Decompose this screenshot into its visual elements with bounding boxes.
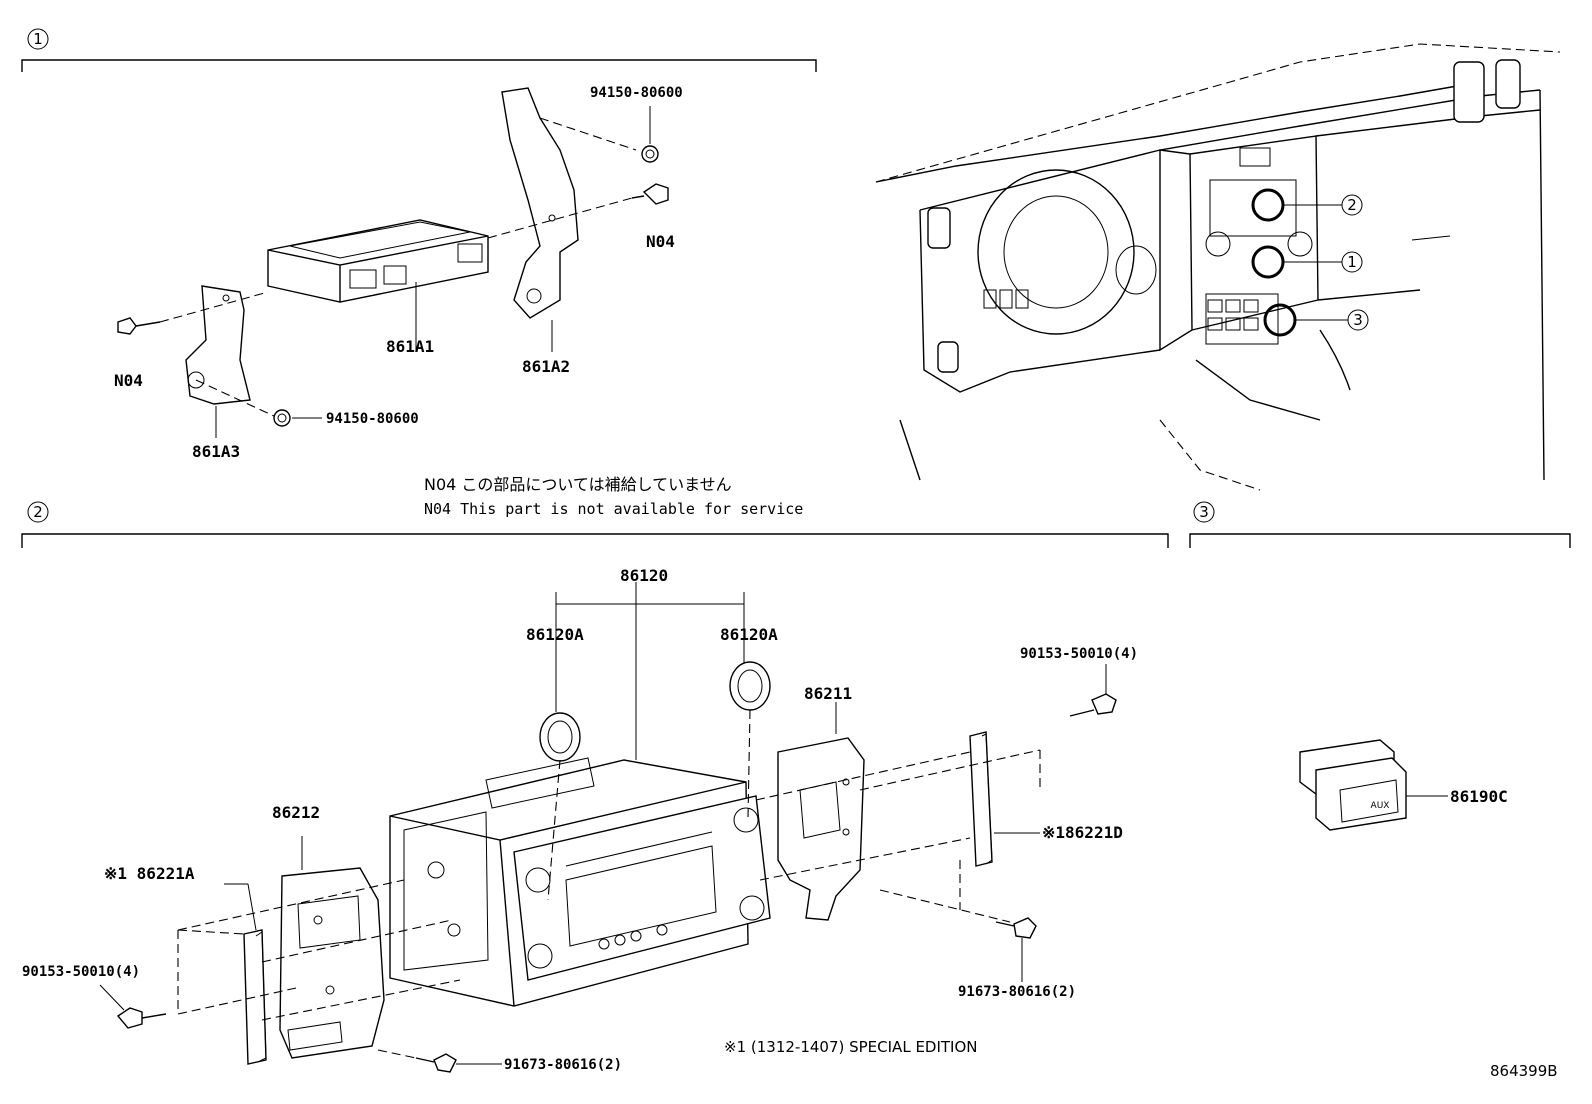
label-861A1: 861A1 — [386, 337, 434, 356]
nut-94150-bottom — [273, 409, 322, 427]
section-2-number: 2 — [33, 503, 43, 521]
location-2 — [1251, 188, 1285, 222]
screw-91673-bottom — [415, 1053, 502, 1073]
location-1 — [1251, 245, 1285, 279]
label-n04-left: N04 — [114, 371, 143, 390]
note-n04-english: N04 This part is not available for servi… — [424, 500, 803, 518]
label-91673-80616-right: 91673-80616(2) — [958, 984, 1076, 1000]
knob-86120A-right — [729, 661, 771, 711]
section-1-number: 1 — [33, 30, 43, 48]
label-86120: 86120 — [620, 566, 668, 585]
callout-2: 2 — [1347, 196, 1357, 214]
bracket-86212 — [279, 836, 385, 1059]
aux-label: AUX — [1371, 801, 1390, 811]
aux-switch-86190C: AUX — [1299, 739, 1448, 831]
section-2-marker — [27, 501, 49, 523]
label-94150-80600-bottom: 94150-80600 — [326, 411, 419, 427]
bolt-n04-left — [117, 317, 161, 335]
label-86212: 86212 — [272, 803, 320, 822]
bracket-861A2 — [501, 87, 579, 352]
callout-1: 1 — [1347, 253, 1357, 271]
section-3-marker — [1193, 501, 1215, 523]
label-86190C: 86190C — [1450, 787, 1508, 806]
label-861A3: 861A3 — [192, 442, 240, 461]
trim-86221A — [224, 883, 267, 1065]
head-unit-86120 — [389, 757, 771, 1007]
bracket-861A3 — [185, 285, 251, 438]
label-91673-80616-bottom: 91673-80616(2) — [504, 1057, 622, 1073]
label-86211: 86211 — [804, 684, 852, 703]
label-94150-80600-top: 94150-80600 — [590, 85, 683, 101]
note-special-edition: ※1 (1312-1407) SPECIAL EDITION — [724, 1038, 978, 1056]
section-3-number: 3 — [1199, 503, 1209, 521]
screw-90153-right — [1069, 664, 1117, 717]
figure-id: 864399B — [1490, 1062, 1558, 1080]
section-1-bracket — [21, 59, 817, 72]
callout-3: 3 — [1353, 311, 1363, 329]
screw-90153-left — [99, 984, 167, 1029]
note-n04-japanese: N04 この部品については補給していません — [424, 475, 732, 494]
section-3-bracket — [1189, 533, 1571, 548]
section-1-marker — [27, 28, 49, 50]
label-90153-50010-right: 90153-50010(4) — [1020, 646, 1138, 662]
label-n04-right: N04 — [646, 232, 675, 251]
label-90153-50010-left: 90153-50010(4) — [22, 964, 140, 980]
section-3: 3 AUX 86190C — [1189, 501, 1571, 831]
bracket-86211 — [777, 702, 865, 921]
section-2: 2 — [21, 501, 1169, 1073]
dashboard-overview: 2 1 3 — [875, 43, 1561, 491]
label-86221A: ※1 86221A — [104, 864, 195, 883]
trim-86221D — [969, 731, 1040, 867]
module-861A1 — [267, 219, 489, 352]
section-1: 1 — [21, 28, 817, 461]
nut-94150-top — [641, 106, 659, 163]
section-2-bracket — [21, 533, 1169, 548]
label-86120A-left: 86120A — [526, 625, 584, 644]
label-86221D: ※186221D — [1042, 823, 1123, 842]
knob-86120A-left — [539, 660, 581, 762]
label-86120A-right: 86120A — [720, 625, 778, 644]
screw-91673-right — [995, 917, 1037, 982]
label-861A2: 861A2 — [522, 357, 570, 376]
bolt-n04-right — [631, 183, 669, 205]
